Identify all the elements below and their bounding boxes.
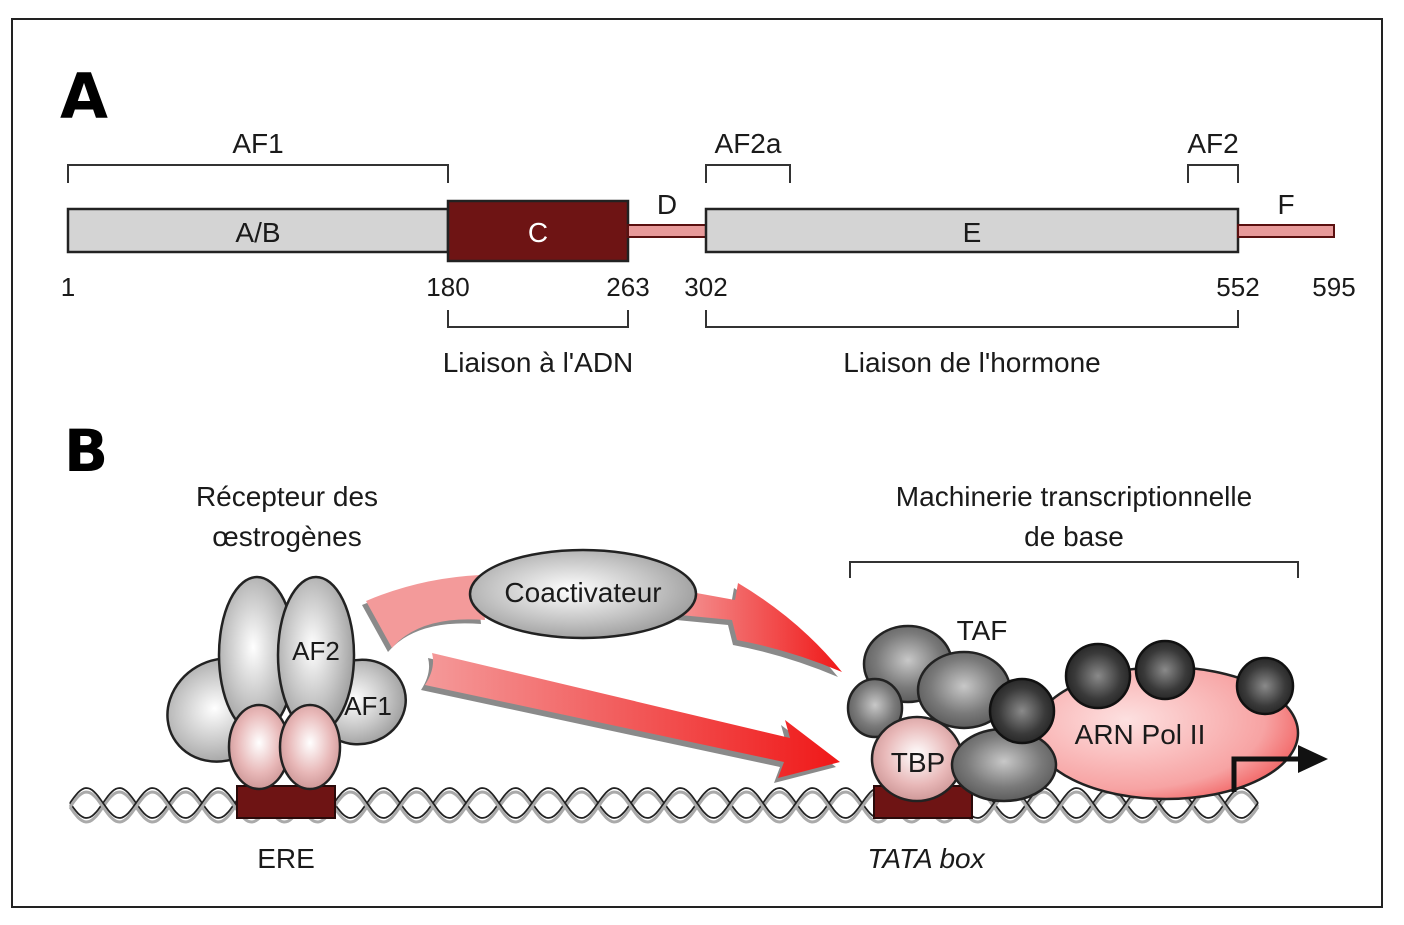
- machinery-title-line2: de base: [1024, 521, 1124, 552]
- gtf-ball-1: [988, 677, 1056, 745]
- position-label: 1: [61, 272, 75, 302]
- machinery-title-line1: Machinerie transcriptionnelle: [896, 481, 1252, 512]
- arrow-receptor-to-coactivator-to-taf: [362, 575, 842, 677]
- receptor-title-line2: œstrogènes: [212, 521, 361, 552]
- gtf-ball-2: [1064, 642, 1132, 710]
- domain-e-label: E: [963, 217, 982, 248]
- domain-map: A/B C D E F 1 180 263 302 552 595 AF1 AF2a AF2Liaison…: [61, 128, 1356, 378]
- pol-label: ARN Pol II: [1075, 719, 1206, 750]
- dna-binding-label: Liaison à l'ADN: [443, 347, 634, 378]
- domain-ab-label: A/B: [235, 217, 280, 248]
- gtf-ball-3: [1134, 639, 1196, 701]
- panel-a-label: A: [60, 60, 108, 133]
- bracket-label-af2: AF2: [1187, 128, 1238, 159]
- position-label: 180: [426, 272, 469, 302]
- bracket-label-af2a: AF2a: [715, 128, 782, 159]
- tbp-label: TBP: [891, 747, 945, 778]
- position-label: 595: [1312, 272, 1355, 302]
- bracket-af1: [67, 164, 449, 183]
- machinery-bracket: [849, 561, 1299, 578]
- bracket-hormone-binding: [705, 310, 1239, 328]
- panel-b-label: B: [64, 417, 108, 485]
- taf-subunit-2: [846, 677, 904, 739]
- taf-subunit-4: [950, 727, 1058, 803]
- arrow-direct-to-tbp: [425, 653, 840, 778]
- domain-c-box: [446, 199, 630, 263]
- arrow-tail-pink: [366, 575, 485, 648]
- position-label: 263: [606, 272, 649, 302]
- transcription-machinery: TAF TBP ARN Pol II: [846, 615, 1328, 803]
- position-label: 552: [1216, 272, 1259, 302]
- ere-box: [236, 785, 336, 819]
- domain-d-label: D: [657, 189, 677, 220]
- ere-label: ERE: [257, 843, 315, 874]
- domain-c-label: C: [528, 217, 548, 248]
- coactivator-ellipse: [468, 548, 698, 640]
- hormone-binding-label: Liaison de l'hormone: [843, 347, 1101, 378]
- transcription-start-arrow-stem: [1231, 756, 1300, 792]
- receptor-title-line1: Récepteur des: [196, 481, 378, 512]
- gtf-ball-4: [1235, 656, 1295, 716]
- figure-frame: [11, 18, 1383, 908]
- transcription-start-arrow-icon: [1298, 745, 1328, 773]
- receptor-af2-label: AF2: [292, 636, 340, 666]
- bracket-dna-binding: [447, 310, 629, 328]
- taf-label: TAF: [957, 615, 1008, 646]
- domain-f-linker: [1237, 224, 1335, 238]
- domain-f-label: F: [1277, 189, 1294, 220]
- tata-label: TATA box: [867, 843, 985, 874]
- domain-ab-box: [66, 207, 450, 254]
- receptor-dbd-right: [278, 703, 342, 791]
- bracket-label-af1: AF1: [232, 128, 283, 159]
- estrogen-receptor: AF2 AF1: [166, 575, 407, 791]
- position-label: 302: [684, 272, 727, 302]
- bracket-af2: [1187, 164, 1239, 183]
- bracket-af2a: [705, 164, 791, 183]
- domain-d-linker: [627, 224, 707, 238]
- receptor-af1-label: AF1: [344, 691, 392, 721]
- coactivator-label: Coactivateur: [504, 577, 661, 608]
- arrow-head-to-taf: [670, 583, 842, 672]
- arrow-receptor-to-tbp: [421, 653, 840, 783]
